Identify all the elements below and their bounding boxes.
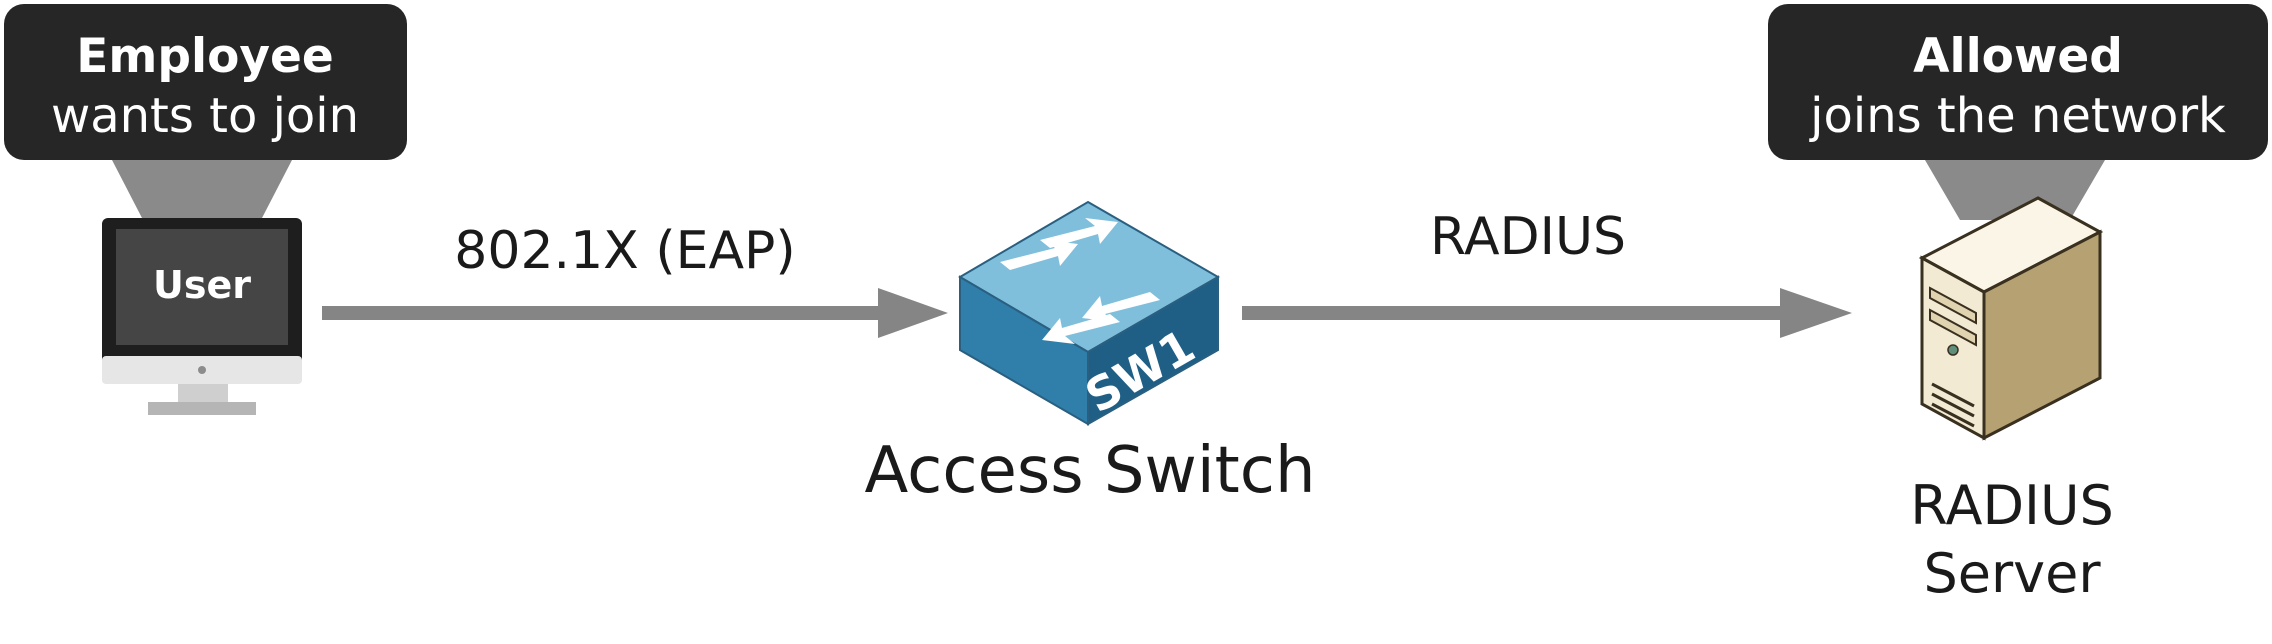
- server-side-face: [1982, 229, 2102, 441]
- server-label-line1: RADIUS: [1910, 474, 2114, 537]
- server-power-led: [1947, 344, 1959, 356]
- switch-right-face: [1087, 275, 1219, 426]
- switch-label: Access Switch: [864, 434, 1315, 508]
- user-callout-title: Employee: [76, 29, 334, 84]
- user-callout: Employee wants to join: [4, 4, 407, 218]
- link-radius-arrowhead: [1780, 288, 1852, 338]
- link-eap-arrowhead: [878, 288, 948, 338]
- monitor-base: [148, 402, 256, 415]
- server-drive-bay-1: [1929, 286, 1977, 325]
- user-computer-icon: User: [102, 218, 302, 415]
- switch-icon: SW1 Access Switch: [864, 200, 1316, 508]
- link-eap: 802.1X (EAP): [322, 221, 948, 338]
- link-radius: RADIUS: [1242, 207, 1852, 338]
- server-callout-box: [1768, 4, 2268, 160]
- monitor-screen: [116, 229, 288, 345]
- server-callout-stem: [1925, 160, 2105, 220]
- server-label-line2: Server: [1923, 542, 2101, 605]
- user-callout-box: [4, 4, 407, 160]
- server-vents-icon: [1931, 382, 1975, 428]
- user-screen-label: User: [153, 263, 251, 307]
- switch-arrows-icon: [1000, 218, 1160, 344]
- monitor-neck: [178, 384, 228, 404]
- user-callout-stem: [112, 160, 292, 218]
- server-callout-title: Allowed: [1913, 29, 2123, 84]
- user-callout-subtitle: wants to join: [51, 88, 359, 144]
- monitor-button: [198, 366, 206, 374]
- server-callout: Allowed joins the network: [1768, 4, 2268, 220]
- server-drive-bay-2: [1929, 308, 1977, 347]
- link-eap-label: 802.1X (EAP): [454, 221, 795, 281]
- link-radius-label: RADIUS: [1430, 207, 1626, 267]
- server-callout-subtitle: joins the network: [1809, 88, 2226, 144]
- server-icon: RADIUS Server: [1910, 196, 2114, 605]
